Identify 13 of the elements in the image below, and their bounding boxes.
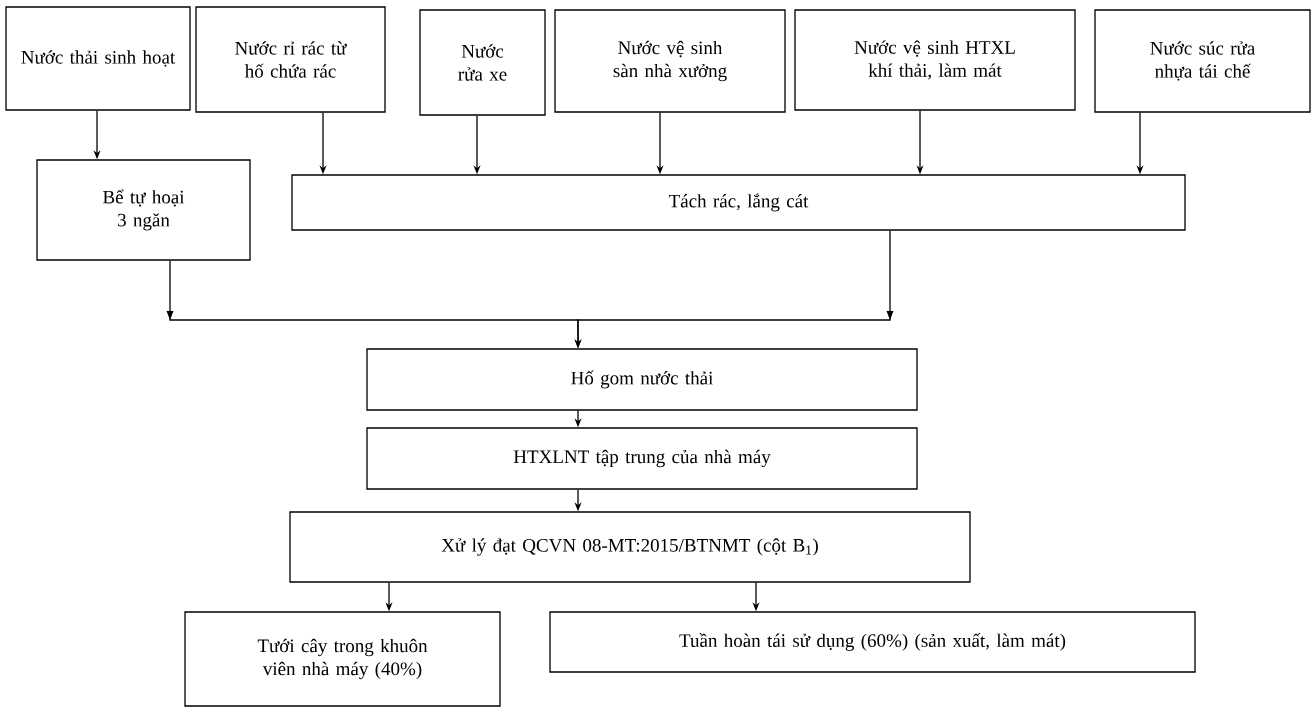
process-box: Xử lý đạt QCVN 08-MT:2015/BTNMT (cột B$_{1}$) [289, 511, 971, 583]
process-box: Tách rác, lắng cát [291, 174, 1186, 231]
process-box: Nước vệ sinh sàn nhà xưởng [554, 9, 786, 113]
process-box: Tuần hoàn tái sử dụng (60%) (sản xuất, làm mát) [549, 611, 1196, 673]
process-box: Nước thải sinh hoạt [5, 6, 191, 111]
process-box: Nước rỉ rác từ hố chứa rác [195, 6, 386, 113]
process-box: Nước súc rửa nhựa tái chế [1094, 9, 1311, 113]
process-box: Nước vệ sinh HTXL khí thải, làm mát [794, 9, 1076, 111]
process-box: HTXLNT tập trung của nhà máy [366, 427, 918, 490]
process-box: Nước rửa xe [419, 9, 546, 116]
process-box: Tưới cây trong khuôn viên nhà máy (40%) [184, 611, 501, 707]
process-box: Bể tự hoại 3 ngăn [36, 159, 251, 261]
process-box: Hố gom nước thải [366, 348, 918, 411]
